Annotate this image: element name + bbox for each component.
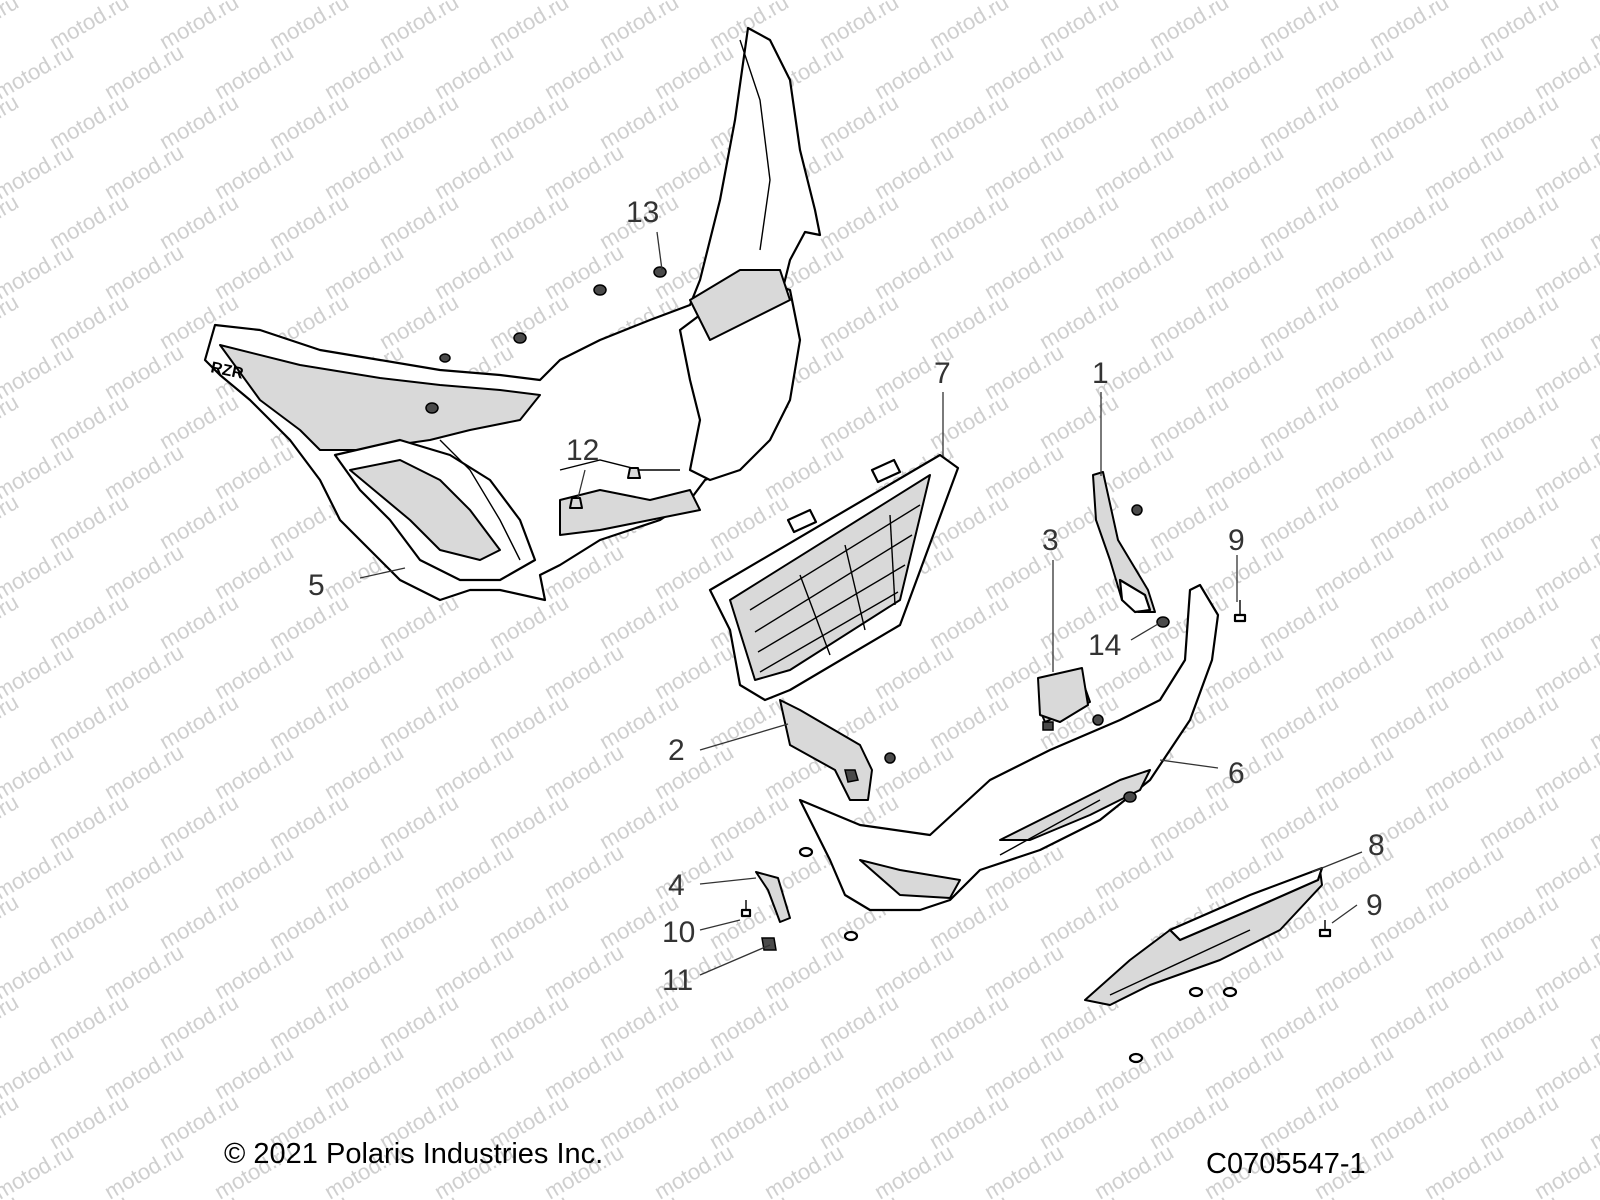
watermark-text: motod.ru — [1035, 1189, 1123, 1200]
watermark-text: motod.ru — [815, 1189, 903, 1200]
part-4-bracket — [755, 871, 791, 923]
watermark-text: motod.ru — [1530, 1139, 1600, 1200]
callout-12: 12 — [566, 434, 599, 467]
watermark-text: motod.ru — [0, 289, 23, 354]
callout-9-upper: 9 — [1228, 524, 1245, 557]
part-1-bracket — [1092, 471, 1156, 614]
part-3-bracket — [1037, 667, 1089, 723]
callout-labels: 1 2 3 4 5 6 7 8 9 9 10 11 12 13 14 — [308, 196, 1385, 997]
watermark-text: motod.ru — [0, 889, 23, 954]
watermark-text: motod.ru — [0, 1189, 23, 1200]
fastener-9-upper — [1233, 600, 1247, 623]
callout-6: 6 — [1228, 757, 1245, 790]
watermark-text: motod.ru — [485, 1189, 573, 1200]
drawing-code: C0705547-1 — [1206, 1148, 1366, 1180]
part-5-front-frame: RZR — [203, 26, 822, 602]
fastener-14 — [1156, 616, 1170, 628]
callout-8: 8 — [1368, 829, 1385, 862]
callout-7: 7 — [934, 357, 951, 390]
callout-14: 14 — [1088, 629, 1121, 662]
watermark-text: motod.ru — [0, 1139, 78, 1200]
watermark-text: motod.ru — [0, 389, 23, 454]
watermark-text: motod.ru — [155, 1189, 243, 1200]
watermark-text: motod.ru — [265, 1189, 353, 1200]
callout-5: 5 — [308, 569, 325, 602]
callout-11: 11 — [662, 964, 693, 997]
watermark-text: motod.ru — [1255, 1189, 1343, 1200]
leader-lines — [359, 231, 1363, 976]
part-7-grille — [708, 453, 960, 702]
watermark-text: motod.ru — [1145, 1189, 1233, 1200]
watermark-text: motod.ru — [1585, 1189, 1600, 1200]
callout-3: 3 — [1042, 524, 1059, 557]
callout-4: 4 — [668, 869, 685, 902]
watermark-text: motod.ru — [925, 1189, 1013, 1200]
watermark-text: motod.ru — [0, 1089, 23, 1154]
callout-9-lower: 9 — [1366, 889, 1383, 922]
watermark-text: motod.ru — [0, 689, 23, 754]
watermark-text: motod.ru — [1365, 1189, 1453, 1200]
watermark-text: motod.ru — [650, 1139, 738, 1200]
callout-2: 2 — [668, 734, 685, 767]
fasteners — [740, 600, 1332, 1064]
watermark-text: motod.ru — [0, 989, 23, 1054]
watermark-text: motod.ru — [1475, 1189, 1563, 1200]
watermark-text: motod.ru — [1420, 1139, 1508, 1200]
svg-text:RZR: RZR — [209, 359, 245, 383]
callout-13: 13 — [626, 196, 659, 229]
fastener-9-lower — [1318, 920, 1332, 938]
watermark-text: motod.ru — [375, 1189, 463, 1200]
watermark-text: motod.ru — [0, 89, 23, 154]
watermark-text: motod.ru — [45, 1189, 133, 1200]
watermark-text: motod.ru — [100, 1139, 188, 1200]
copyright-notice: © 2021 Polaris Industries Inc. — [224, 1138, 604, 1170]
part-2-bracket — [779, 699, 873, 801]
fastener-10 — [740, 900, 752, 918]
watermark-text: motod.ru — [0, 789, 23, 854]
watermark-text: motod.ru — [1090, 1139, 1178, 1200]
callout-10: 10 — [662, 916, 695, 949]
callout-1: 1 — [1092, 357, 1109, 390]
watermark-text: motod.ru — [0, 589, 23, 654]
watermark-text: motod.ru — [595, 1189, 683, 1200]
watermark-text: motod.ru — [0, 189, 23, 254]
watermark-text: motod.ru — [980, 1139, 1068, 1200]
watermark-text: motod.ru — [0, 489, 23, 554]
watermark-text: motod.ru — [705, 1189, 793, 1200]
watermark-text: motod.ru — [760, 1139, 848, 1200]
watermark-text: motod.ru — [0, 0, 23, 54]
watermark-text: motod.ru — [870, 1139, 958, 1200]
part-8-skid-plate — [1084, 866, 1324, 1006]
